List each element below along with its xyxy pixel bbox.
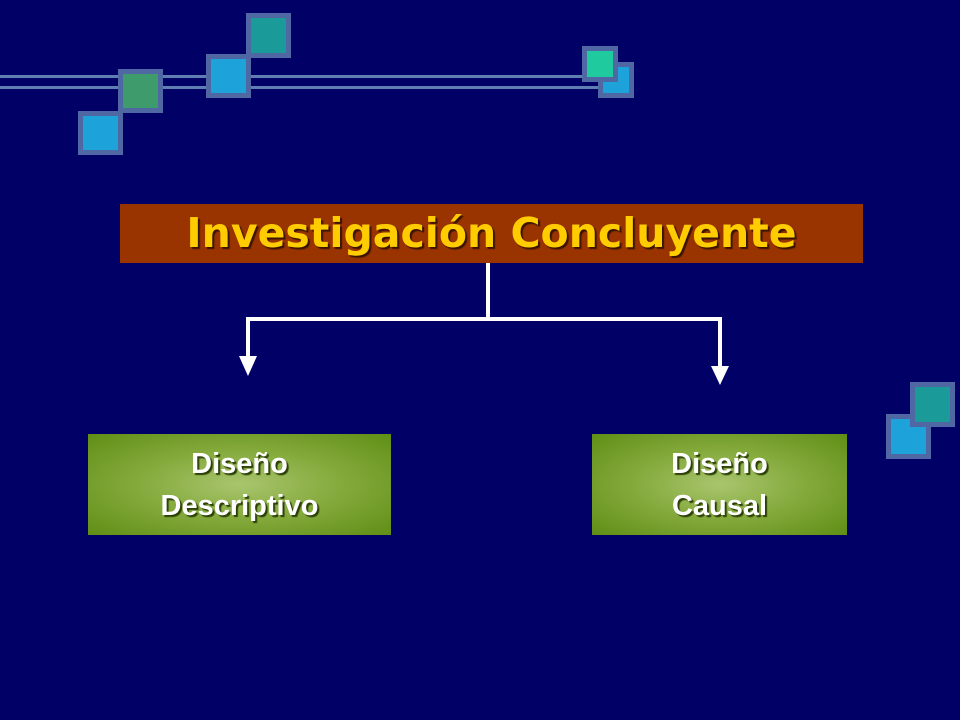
decorative-square bbox=[118, 69, 163, 113]
decorative-line-top bbox=[0, 75, 595, 78]
title-box: Investigación Concluyente bbox=[120, 204, 863, 263]
box-label-line2: Causal bbox=[671, 489, 768, 522]
decorative-square bbox=[78, 111, 123, 155]
causal-design-box: Diseño Causal bbox=[592, 434, 847, 535]
decorative-line-bottom bbox=[0, 86, 615, 89]
descriptive-design-box: Diseño Descriptivo bbox=[88, 434, 391, 535]
decorative-square bbox=[910, 382, 955, 427]
decorative-square bbox=[206, 54, 251, 98]
arrow-down-icon bbox=[239, 356, 257, 376]
box-label-line1: Diseño bbox=[671, 447, 768, 480]
box-label-line2: Descriptivo bbox=[160, 489, 319, 522]
decorative-square bbox=[246, 13, 291, 58]
slide-title: Investigación Concluyente bbox=[186, 209, 797, 257]
arrow-down-icon bbox=[711, 366, 729, 385]
box-label-line1: Diseño bbox=[191, 447, 288, 480]
decorative-square bbox=[582, 46, 618, 82]
